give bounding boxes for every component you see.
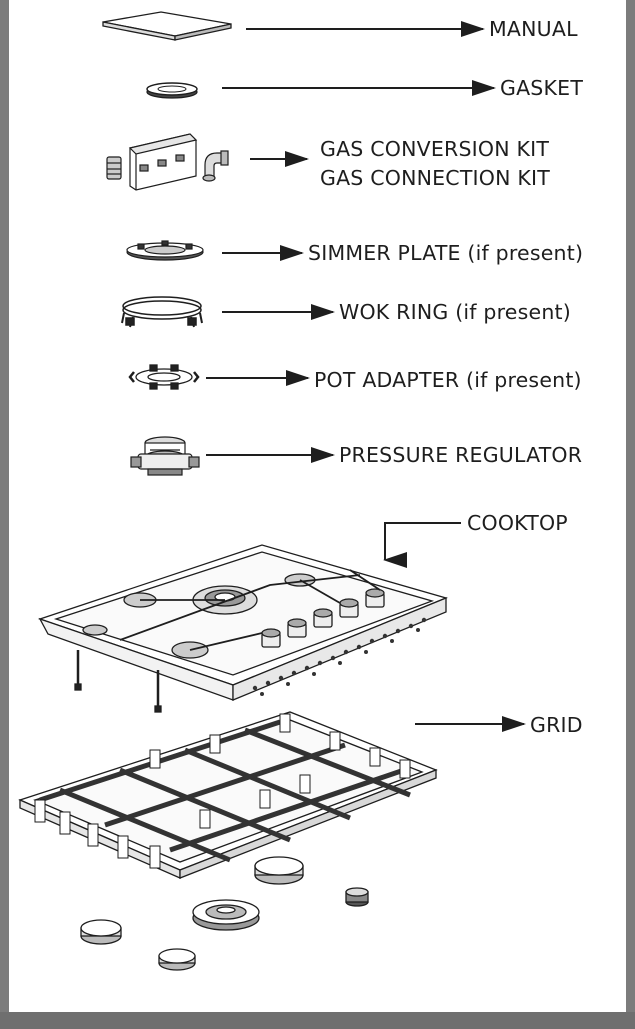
manual-icon: [102, 11, 232, 41]
label-gas-connection-kit: GAS CONNECTION KIT: [320, 166, 550, 190]
cooktop-drawing: [37, 544, 448, 713]
label-wok-ring: WOK RING (if present): [339, 300, 571, 324]
pressure-regulator-icon: [130, 436, 200, 476]
label-gas-conversion-kit: GAS CONVERSION KIT: [320, 137, 550, 161]
label-simmer-plate: SIMMER PLATE (if present): [308, 241, 584, 265]
label-pressure-regulator: PRESSURE REGULATOR: [339, 443, 583, 467]
burner-cap-large: [254, 856, 304, 885]
leader-lines: [206, 21, 526, 732]
wok-ring-icon: [121, 296, 203, 328]
label-pot-adapter: POT ADAPTER (if present): [314, 368, 582, 392]
gasket-icon: [146, 82, 198, 99]
label-grid: GRID: [530, 713, 583, 737]
simmer-plate-icon: [126, 240, 204, 261]
label-manual: MANUAL: [489, 17, 578, 41]
bottom-bar: [0, 1012, 635, 1029]
grid-drawing: [18, 711, 438, 879]
cooktop-leader: [383, 522, 461, 568]
burner-wok: [192, 899, 260, 931]
burner-cap-medium-left: [80, 919, 122, 945]
burner-cap-medium-center: [158, 948, 196, 971]
label-cooktop: COOKTOP: [467, 511, 568, 535]
gas-kit-icon: [106, 133, 229, 191]
right-border: [626, 0, 635, 1012]
burner-cap-small: [345, 887, 369, 907]
left-border: [0, 0, 9, 1012]
cooktop-valves: [261, 588, 385, 648]
label-gasket: GASKET: [500, 76, 584, 100]
burner-caps-drawing: [80, 856, 369, 971]
pot-adapter-icon: [128, 364, 200, 390]
